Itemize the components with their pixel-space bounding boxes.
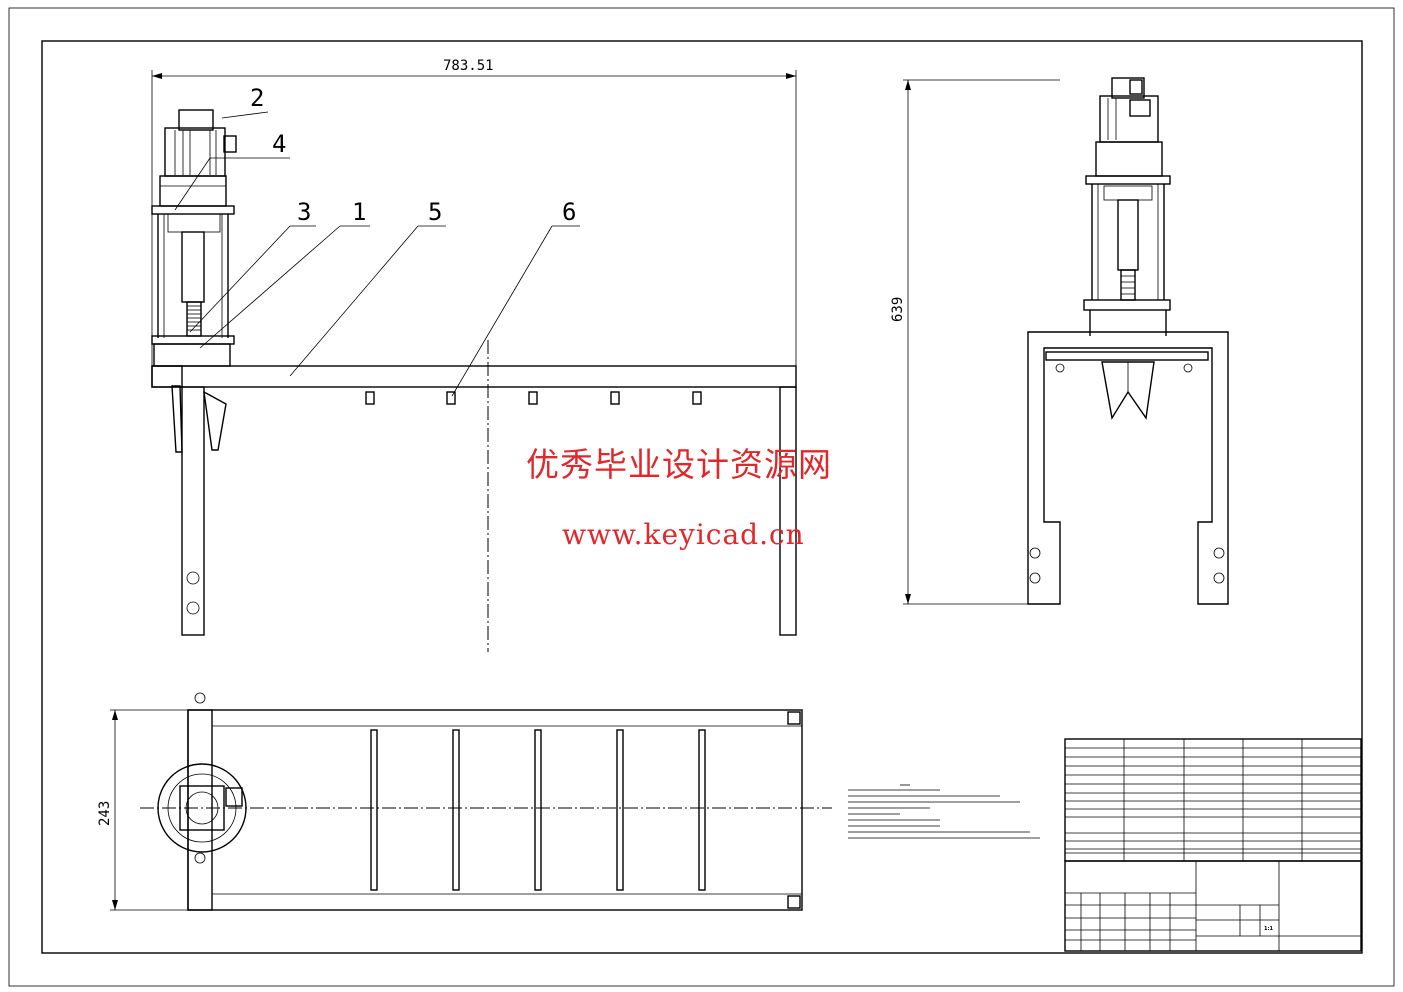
balloon-1: 1 [352, 198, 366, 226]
spring [186, 301, 202, 337]
top-view: 243 [97, 692, 832, 911]
title-block: 1:1 [1064, 738, 1362, 952]
outer-border [8, 7, 1395, 987]
balloon-5: 5 [428, 198, 442, 226]
balloon-2: 2 [250, 84, 264, 112]
front-view: 783.51 [151, 58, 797, 652]
watermark-url: www.keyicad.cn [562, 518, 805, 551]
dim-top-width: 243 [97, 801, 113, 826]
cross-bars [370, 729, 706, 891]
balloon-3: 3 [297, 198, 311, 226]
portal-frame [1027, 331, 1229, 605]
scale-value: 1:1 [1264, 926, 1273, 932]
technical-notes [848, 784, 1040, 839]
right-leg [779, 386, 797, 636]
balloon-6: 6 [562, 198, 576, 226]
dim-overall-length: 783.51 [443, 58, 494, 74]
inner-frame [41, 40, 1363, 954]
watermark-title: 优秀毕业设计资源网 [526, 445, 832, 484]
side-view: 639 [890, 77, 1229, 605]
left-leg [181, 386, 205, 636]
dim-side-height: 639 [890, 297, 906, 322]
balloon-4: 4 [272, 130, 286, 158]
main-beam [151, 365, 797, 388]
